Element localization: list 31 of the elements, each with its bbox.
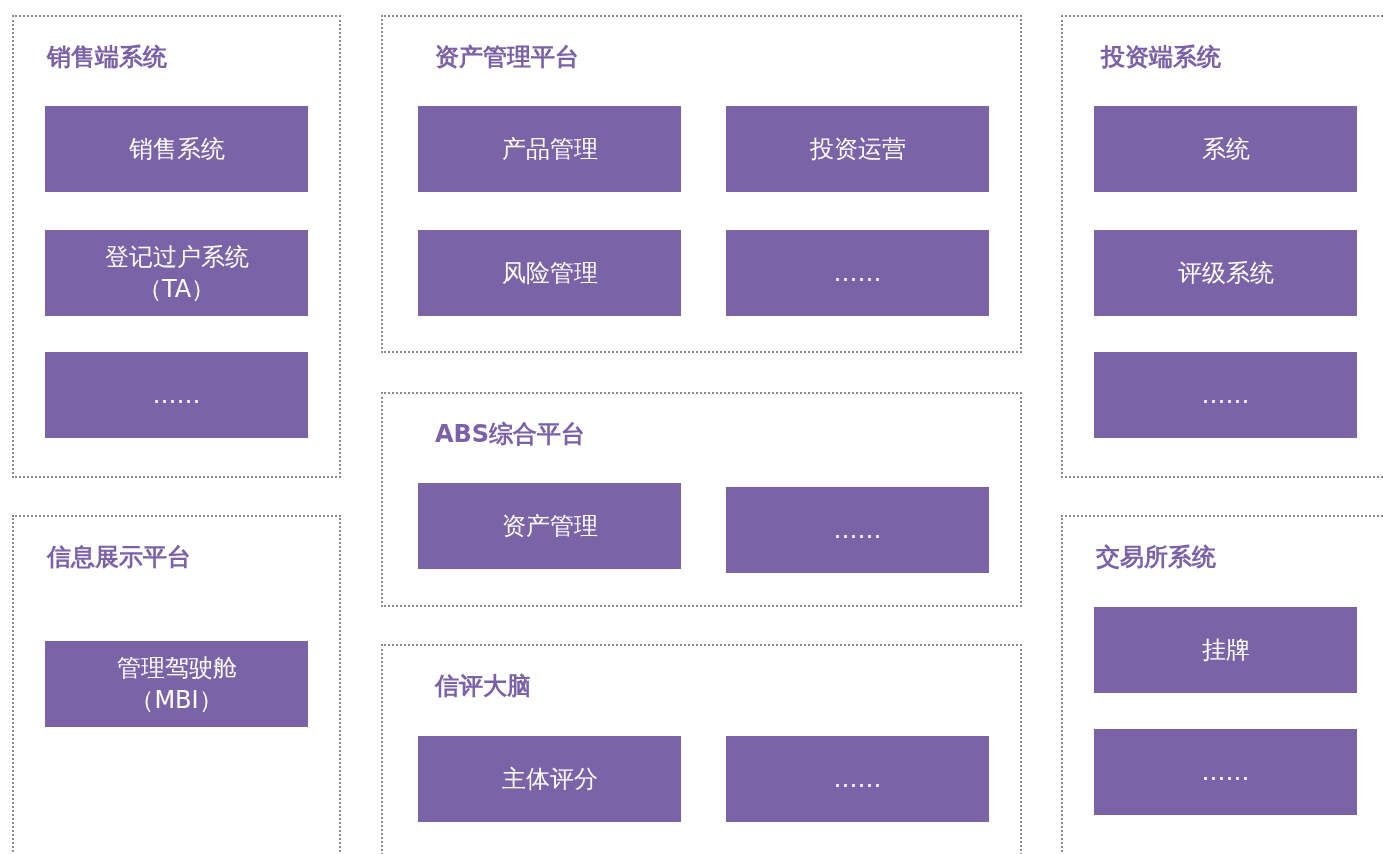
group-panel	[1061, 515, 1383, 854]
module-box: ……	[45, 352, 308, 438]
module-box: 主体评分	[418, 736, 681, 822]
module-box: 登记过户系统（TA）	[45, 230, 308, 316]
group-title: 资产管理平台	[435, 42, 579, 73]
module-box: ……	[1094, 352, 1357, 438]
module-box: 挂牌	[1094, 607, 1357, 693]
module-box: 销售系统	[45, 106, 308, 192]
module-box: 管理驾驶舱（MBI）	[45, 641, 308, 727]
module-box: ……	[1094, 729, 1357, 815]
module-box: ……	[726, 230, 989, 316]
group-panel	[1061, 15, 1383, 478]
group-panel	[381, 15, 1022, 353]
module-box: ……	[726, 736, 989, 822]
group-title: 交易所系统	[1096, 542, 1216, 573]
module-box: 评级系统	[1094, 230, 1357, 316]
group-title: 信息展示平台	[47, 542, 191, 573]
module-box: ……	[726, 487, 989, 573]
module-box: 产品管理	[418, 106, 681, 192]
group-title: 投资端系统	[1101, 42, 1221, 73]
group-panel	[381, 644, 1022, 854]
module-box: 风险管理	[418, 230, 681, 316]
module-box: 资产管理	[418, 483, 681, 569]
module-box: 系统	[1094, 106, 1357, 192]
group-panel	[12, 515, 341, 854]
module-box: 投资运营	[726, 106, 989, 192]
group-title: 销售端系统	[47, 42, 167, 73]
group-title: 信评大脑	[435, 671, 531, 702]
group-title: ABS综合平台	[435, 419, 586, 450]
group-panel	[12, 15, 341, 478]
group-panel	[381, 392, 1022, 607]
